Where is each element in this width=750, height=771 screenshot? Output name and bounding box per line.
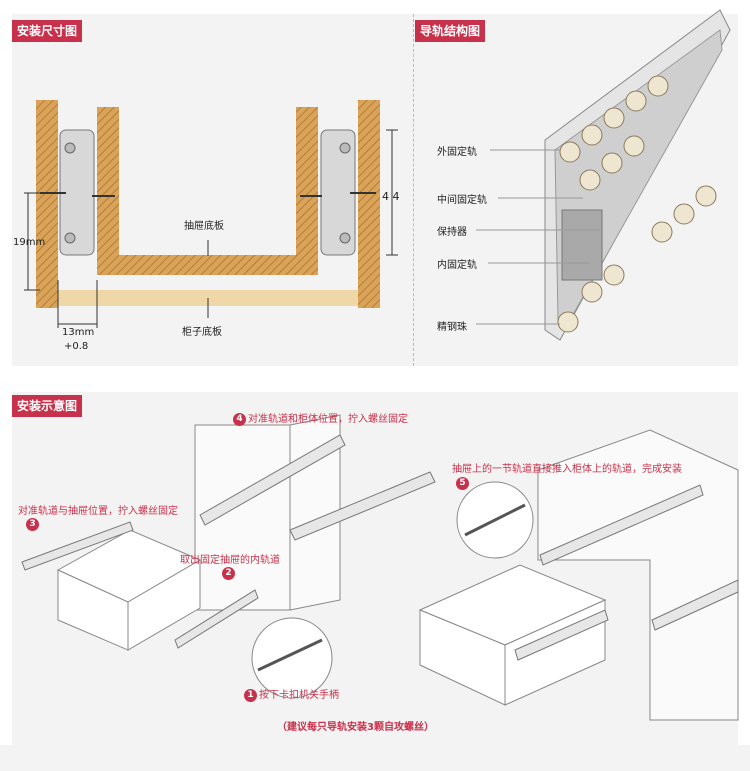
part-middle-rail: 中间固定轨	[437, 195, 487, 206]
step-2-text: 取出固定抽屉的内轨道	[180, 555, 280, 566]
part-outer-rail: 外固定轨	[437, 147, 477, 158]
step-2-label: 取出固定抽屉的内轨道	[180, 551, 280, 566]
gap-dimension-label: 13mm	[62, 327, 95, 338]
step-3-number-wrap: 3	[26, 518, 41, 531]
cabinet-bottom-label: 柜子底板	[182, 327, 222, 338]
dimension-tag: 安装尺寸图	[12, 20, 83, 42]
drawer-right	[418, 564, 607, 706]
panel-divider	[413, 14, 414, 366]
gap-tolerance-label: +0.8	[64, 341, 89, 352]
step-3-text: 对准轨道与抽屉位置，拧入螺丝固定	[18, 506, 178, 517]
step-2-number: 2	[222, 567, 235, 580]
screw-note: （建议每只导轨安装3颗自攻螺丝）	[277, 722, 434, 733]
part-retainer: 保持器	[437, 227, 467, 238]
zoom-circle-1	[251, 617, 333, 699]
part-inner-rail: 内固定轨	[437, 260, 477, 271]
step-3-label: 对准轨道与抽屉位置，拧入螺丝固定	[18, 502, 178, 517]
height-dimension-label: 19mm	[13, 237, 46, 248]
step-5-number-wrap: 5	[456, 477, 471, 490]
rail-structure-illustration	[544, 9, 731, 341]
step-1-number: 1	[244, 688, 257, 702]
install-cabinet-right	[537, 429, 739, 721]
rail-left-upper	[199, 434, 436, 541]
rail-left-drawer	[21, 521, 259, 649]
step-4-text: 对准轨道和柜体位置，拧入螺丝固定	[248, 414, 408, 425]
step-3-number: 3	[26, 518, 39, 531]
install-tag: 安装示意图	[12, 395, 83, 417]
bottom-strip	[0, 745, 750, 771]
step-1-text: 按下卡扣机关手柄	[259, 690, 339, 701]
rail-height-label: 4 4	[382, 190, 400, 203]
step-4-number: 4	[233, 412, 246, 426]
rail-right	[539, 484, 739, 631]
structure-tag: 导轨结构图	[415, 20, 486, 42]
step-5-label: 抽屉上的一节轨道直接推入柜体上的轨道，完成安装	[452, 460, 682, 475]
drawer-left	[56, 529, 202, 651]
part-steel-balls: 精钢珠	[437, 322, 467, 333]
step-5-text: 抽屉上的一节轨道直接推入柜体上的轨道，完成安装	[452, 464, 682, 475]
drawer-bottom-label: 抽屉底板	[184, 221, 224, 232]
step-2-number-wrap: 2	[222, 567, 237, 580]
step-5-number: 5	[456, 477, 469, 490]
